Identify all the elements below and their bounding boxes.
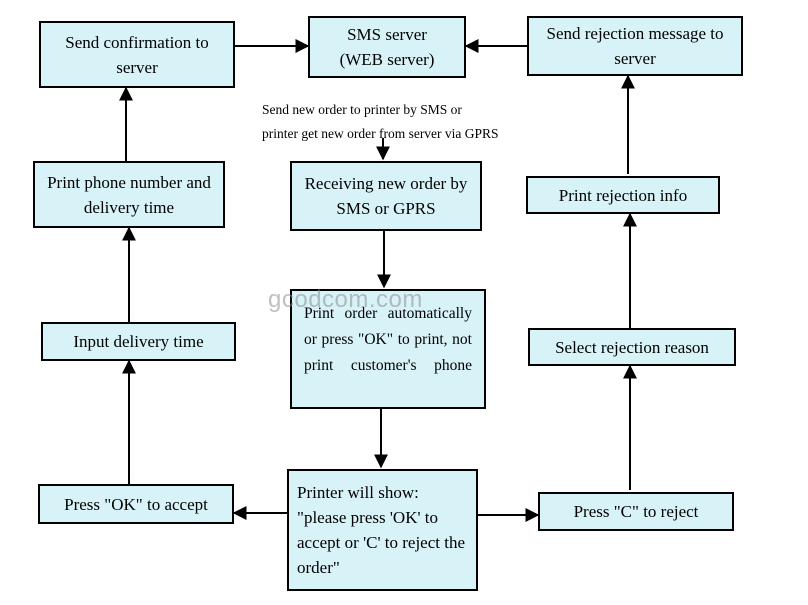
node-receiving-order-label: Receiving new order by SMS or GPRS: [304, 174, 468, 218]
node-print-order-label: Print order automatically or press "OK" …: [304, 305, 472, 374]
node-input-delivery-label: Input delivery time: [73, 332, 204, 351]
node-select-rejection-label: Select rejection reason: [555, 337, 709, 357]
node-send-confirmation-label: Send confirmation to server: [65, 32, 209, 77]
node-printer-show-label: Printer will show: "please press 'OK' to…: [297, 483, 466, 577]
node-send-rejection-label: Send rejection message to server: [546, 24, 724, 68]
node-input-delivery: Input delivery time: [41, 322, 236, 361]
node-print-order: Print order automatically or press "OK" …: [290, 289, 486, 409]
node-print-rejection: Print rejection info: [526, 176, 720, 214]
node-send-rejection: Send rejection message to server: [527, 16, 743, 76]
node-send-confirmation: Send confirmation to server: [39, 21, 235, 88]
watermark: gcodcom.com: [268, 286, 423, 313]
node-print-rejection-label: Print rejection info: [558, 185, 688, 205]
node-print-phone: Print phone number and delivery time: [33, 161, 225, 228]
annotation-send-order: Send new order to printer by SMS or prin…: [262, 102, 499, 141]
node-press-ok-label: Press "OK" to accept: [64, 494, 208, 514]
node-press-c: Press "C" to reject: [538, 492, 734, 531]
node-sms-server-label: SMS server (WEB server): [339, 25, 435, 69]
node-sms-server: SMS server (WEB server): [308, 16, 466, 78]
node-select-rejection: Select rejection reason: [528, 328, 736, 366]
node-printer-show: Printer will show: "please press 'OK' to…: [287, 469, 478, 591]
node-print-phone-label: Print phone number and delivery time: [47, 172, 211, 217]
node-press-c-label: Press "C" to reject: [573, 502, 699, 521]
node-press-ok: Press "OK" to accept: [38, 484, 234, 524]
node-receiving-order: Receiving new order by SMS or GPRS: [290, 161, 482, 231]
